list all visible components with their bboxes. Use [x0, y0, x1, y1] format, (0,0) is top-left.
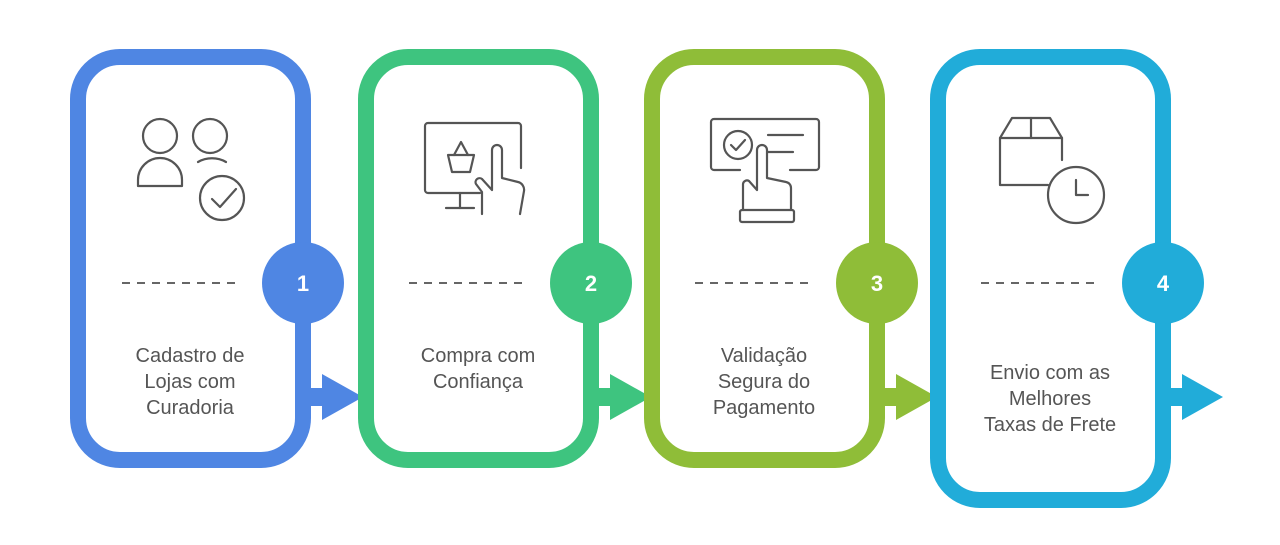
- step-3: 3: [644, 49, 937, 468]
- step-2: 2: [358, 49, 651, 468]
- step-4-number-circle: [1122, 242, 1204, 324]
- step-2-label-line-2: Confiança: [432, 371, 524, 393]
- card-check-hand-icon: [709, 117, 821, 224]
- step-3-label-line-1: Validação: [720, 345, 808, 367]
- step-3-arrow: [877, 374, 937, 420]
- monitor-basket-tap-icon: [423, 121, 526, 216]
- step-4-label-line-3: Taxas de Frete: [983, 414, 1117, 436]
- step-3-number-circle: [836, 242, 918, 324]
- step-2-label: Compra com Confiança: [388, 343, 568, 395]
- step-4-label-line-1: Envio com as: [989, 362, 1111, 384]
- step-1-label-line-3: Curadoria: [146, 397, 234, 419]
- step-1-label-line-1: Cadastro de: [135, 345, 245, 367]
- box-clock-icon: [998, 116, 1106, 225]
- step-1-arrow: [303, 374, 363, 420]
- step-4-label: Envio com as Melhores Taxas de Frete: [960, 360, 1140, 438]
- step-4: 4: [930, 49, 1223, 508]
- step-4-label-line-2: Melhores: [1008, 388, 1092, 410]
- step-2-number-circle: [550, 242, 632, 324]
- step-3-label-line-2: Segura do: [717, 371, 811, 393]
- step-1: 1: [70, 49, 363, 468]
- step-2-label-line-1: Compra com: [420, 345, 536, 367]
- step-4-arrow: [1163, 374, 1223, 420]
- step-3-label: Validação Segura do Pagamento: [674, 343, 854, 421]
- step-4-number: 4: [1157, 271, 1170, 296]
- step-3-label-line-3: Pagamento: [712, 397, 816, 419]
- step-1-number-circle: [262, 242, 344, 324]
- step-1-number: 1: [297, 271, 309, 296]
- step-3-number: 3: [871, 271, 883, 296]
- step-1-label-line-2: Lojas com: [144, 371, 236, 393]
- step-2-number: 2: [585, 271, 597, 296]
- step-2-frame: [358, 49, 599, 468]
- step-1-label: Cadastro de Lojas com Curadoria: [100, 343, 280, 421]
- users-check-icon: [136, 117, 246, 222]
- step-2-arrow: [591, 374, 651, 420]
